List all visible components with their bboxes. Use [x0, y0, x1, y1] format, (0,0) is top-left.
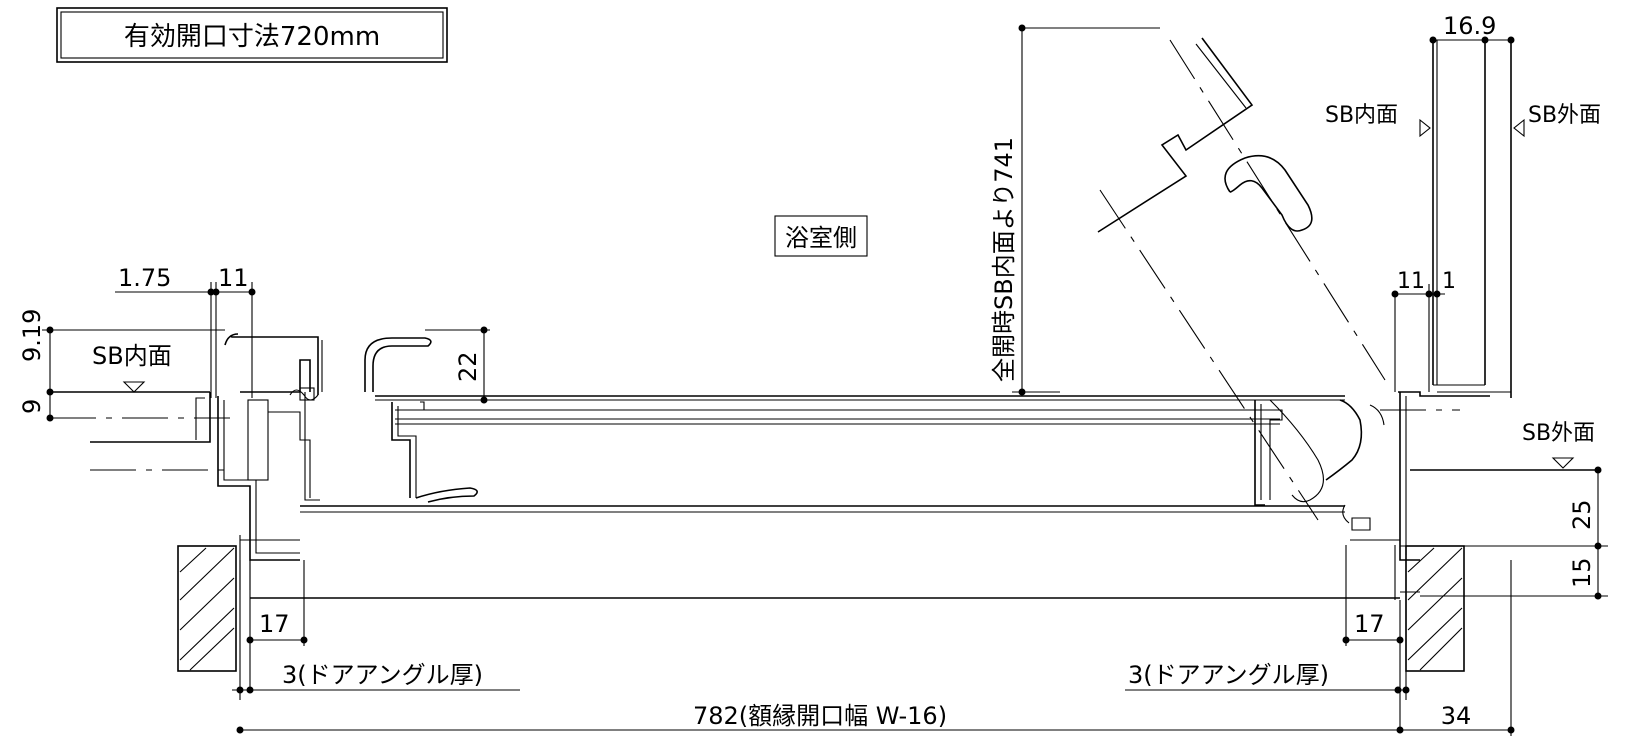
dim-11-right: 11 [1397, 269, 1425, 294]
sb-inner-right-label: SB内面 [1325, 103, 1398, 128]
room-label-box: 浴室側 [774, 215, 868, 257]
title-box: 有効開口寸法720mm [56, 7, 448, 63]
dim-1-right: 1 [1442, 269, 1456, 294]
dim-34: 34 [1441, 702, 1472, 730]
door-panel [250, 395, 1400, 599]
title-text: 有効開口寸法720mm [124, 22, 380, 52]
dim-741: 全開時SB内面より741 [990, 137, 1018, 382]
dimension-lines [42, 24, 1608, 736]
dim-22: 22 [454, 351, 482, 382]
left-hatched-wall [177, 545, 237, 672]
dim-17-right: 17 [1354, 610, 1385, 638]
dim-9-19: 9.19 [18, 309, 46, 362]
sb-outer-right-label: SB外面 [1522, 421, 1595, 446]
right-frame [1254, 40, 1600, 600]
door-angle-left-label: 3(ドアアングル厚) [282, 661, 483, 689]
dim-16-9: 16.9 [1443, 12, 1496, 40]
sb-outer-top-label: SB外面 [1528, 103, 1601, 128]
open-door-leaf [1097, 37, 1386, 521]
dim-17-left: 17 [259, 610, 290, 638]
left-frame [50, 333, 432, 590]
room-label: 浴室側 [785, 224, 857, 252]
dim-25: 25 [1568, 499, 1596, 530]
overall-width-label: 782(額縁開口幅 W-16) [693, 702, 947, 730]
door-angle-right-label: 3(ドアアングル厚) [1128, 661, 1329, 689]
dim-9: 9 [18, 399, 46, 414]
dim-15: 15 [1568, 557, 1596, 588]
dim-11-left: 11 [218, 264, 249, 292]
drawing-labels: SB内面 SB内面 SB外面 SB外面 1.75 11 9.19 9 22 全開… [18, 12, 1601, 730]
sb-inner-left-label: SB内面 [92, 342, 172, 370]
dim-1-75: 1.75 [118, 264, 171, 292]
right-hatched-wall [1405, 545, 1465, 672]
